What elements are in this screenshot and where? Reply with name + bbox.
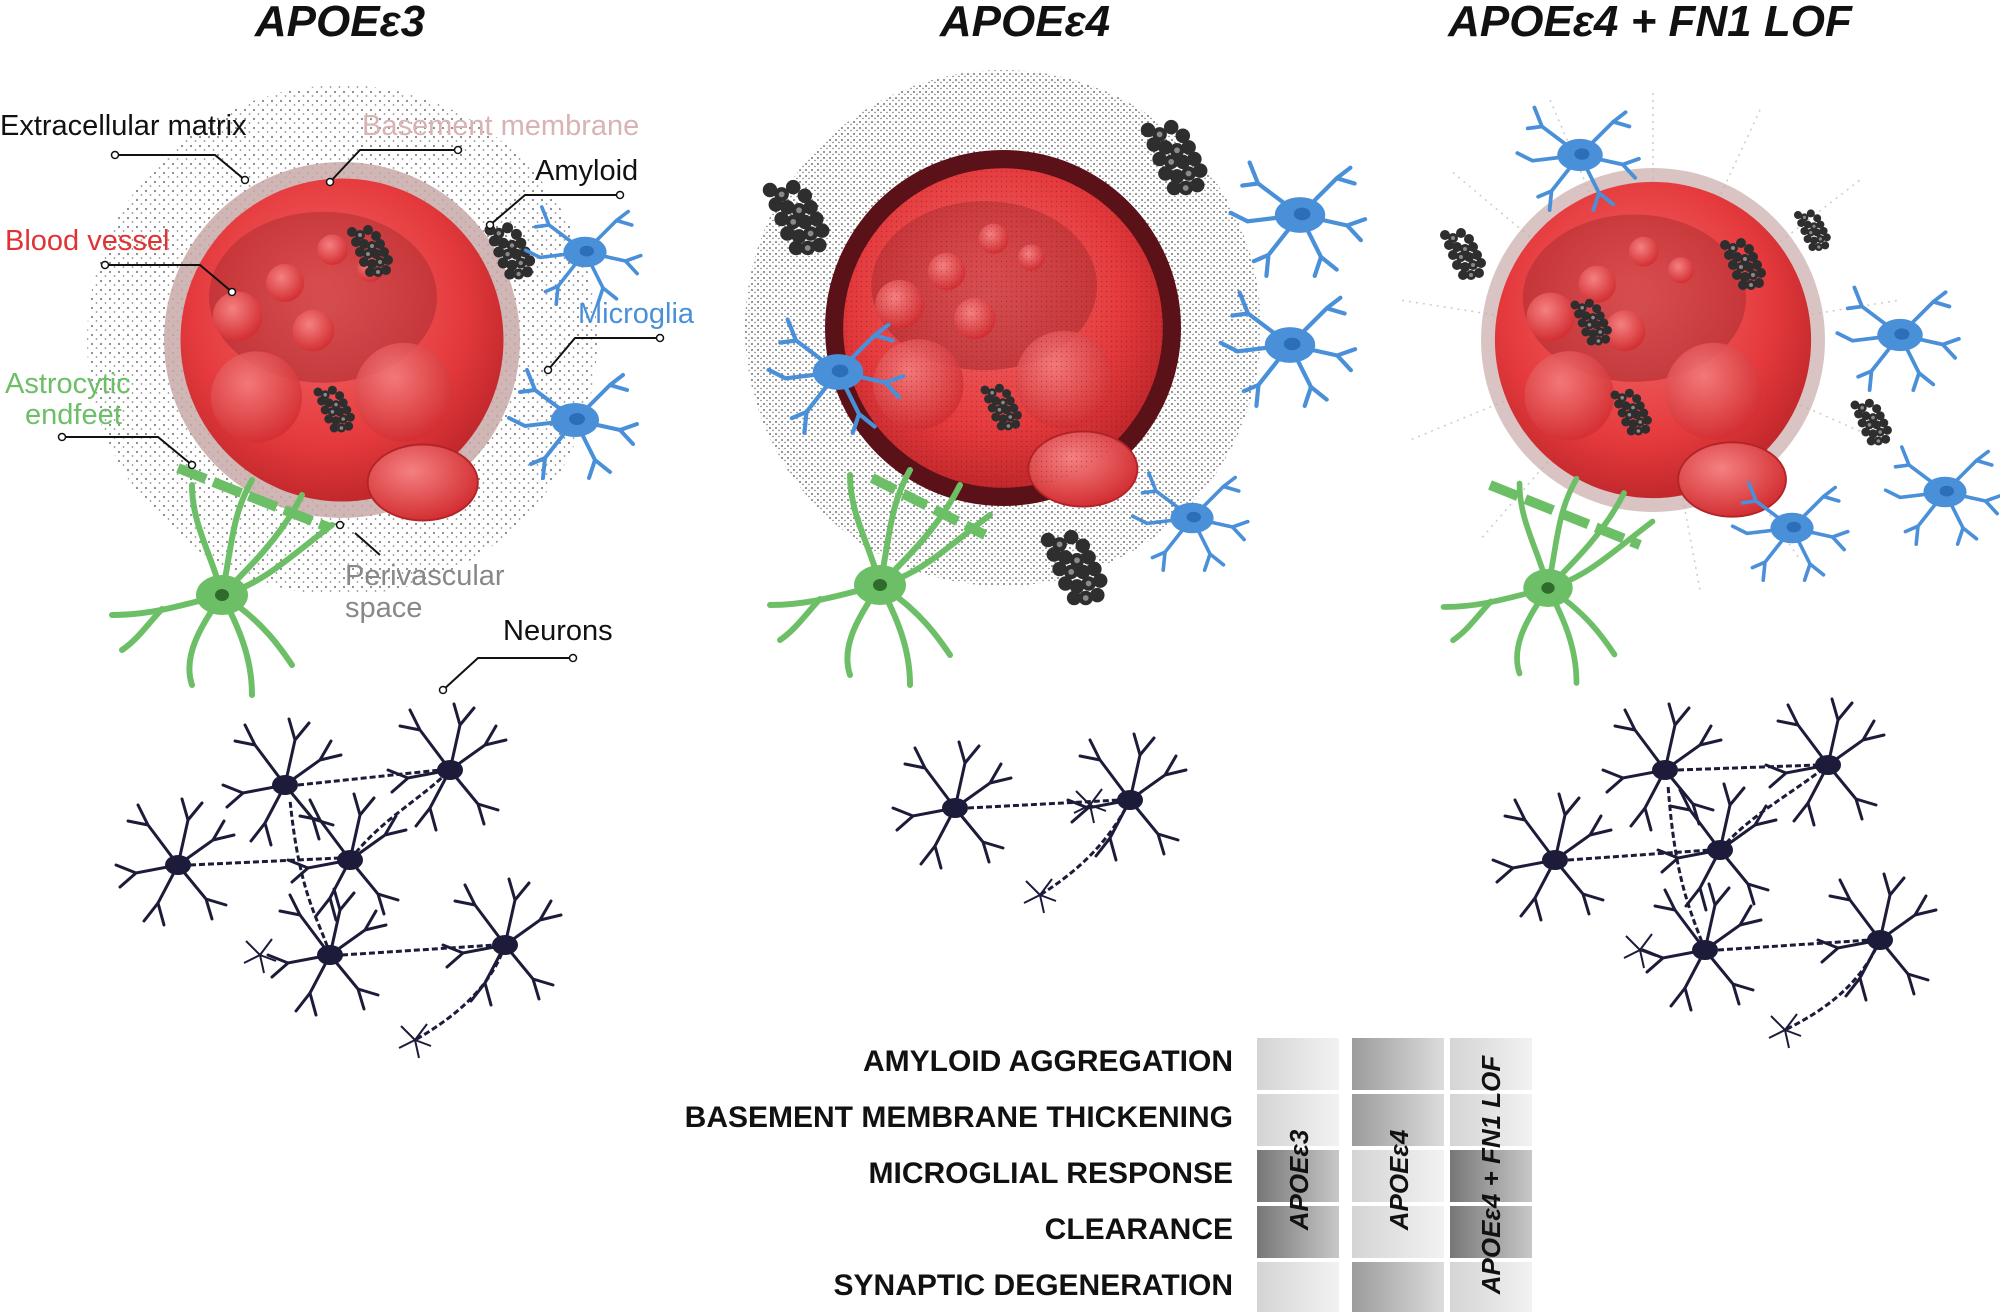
panel-title-apoe4: APOEε4 <box>939 0 1110 46</box>
svg-text:Blood vessel: Blood vessel <box>5 225 169 257</box>
table-cell <box>1257 1150 1339 1202</box>
dendrite-cluster <box>1768 1013 1802 1049</box>
table-cell <box>1352 1094 1444 1146</box>
label-extracellular-matrix: Extracellular matrix <box>0 110 250 185</box>
svg-text:Perivascular: Perivascular <box>345 560 505 592</box>
neuron-cell <box>1066 732 1188 862</box>
neuron-cell <box>1816 872 1938 1002</box>
microglia-cell <box>1883 445 2000 547</box>
svg-text:Basement membrane: Basement membrane <box>362 110 639 142</box>
dendrite-cluster <box>1623 933 1657 969</box>
column-apoe4-fn1-lof: APOEε4 + FN1 LOF <box>1450 1038 1532 1312</box>
neuron-cell <box>891 740 1013 870</box>
astrocytic-endfeet <box>869 473 988 540</box>
neurons-network <box>1491 697 1938 1049</box>
table-cell <box>1257 1094 1339 1146</box>
panel-apoe3: Extracellular matrix Basement membrane A… <box>0 85 695 1059</box>
panel-apoe4 <box>745 70 1365 914</box>
table-cell <box>1257 1038 1339 1090</box>
table-cell <box>1257 1206 1339 1258</box>
svg-text:Astrocytic: Astrocytic <box>5 368 131 400</box>
row-label-synaptic-degeneration: SYNAPTIC DEGENERATION <box>834 1269 1233 1302</box>
amyloid-aggregate <box>1794 209 1831 251</box>
amyloid-aggregate <box>1440 228 1486 280</box>
astrocytic-endfeet <box>1488 480 1642 550</box>
table-cell <box>1450 1262 1532 1312</box>
neuron-cell <box>1491 792 1613 922</box>
table-cell <box>1450 1206 1532 1258</box>
dendrite-cluster <box>1023 878 1057 914</box>
panel-title-apoe4-fn1-lof: APOEε4 + FN1 LOF <box>1447 0 1853 46</box>
column-apoe4: APOEε4 <box>1352 1038 1444 1312</box>
label-microglia: Microglia <box>543 298 695 375</box>
svg-text:Neurons: Neurons <box>503 615 613 647</box>
column-header-apoe3: APOEε3 <box>1284 1129 1314 1231</box>
column-header-apoe4-fn1-lof: APOEε4 + FN1 LOF <box>1476 1055 1506 1296</box>
table-cell <box>1352 1206 1444 1258</box>
svg-text:endfeet: endfeet <box>25 399 122 431</box>
svg-text:space: space <box>345 592 422 624</box>
table-cell <box>1450 1038 1532 1090</box>
svg-text:Microglia: Microglia <box>578 298 695 330</box>
neuron-cell <box>266 887 388 1017</box>
astrocytic-endfeet <box>176 463 332 533</box>
label-perivascular-space: Perivascular space <box>335 520 505 624</box>
table-cell <box>1450 1094 1532 1146</box>
neuron-cell <box>114 797 236 927</box>
neuron-cell <box>1641 882 1763 1012</box>
table-cell <box>1352 1150 1444 1202</box>
label-blood-vessel: Blood vessel <box>5 225 237 297</box>
neuron-cell <box>386 702 508 832</box>
row-label-basement-membrane-thickening: BASEMENT MEMBRANE THICKENING <box>685 1101 1233 1134</box>
panel-apoe4-fn1-lof <box>1399 90 2000 1049</box>
label-basement-membrane: Basement membrane <box>325 110 639 187</box>
column-apoe3: APOEε3 <box>1257 1038 1339 1312</box>
label-astrocytic-endfeet: Astrocytic endfeet <box>5 368 197 470</box>
row-label-microglial-response: MICROGLIAL RESPONSE <box>869 1157 1233 1190</box>
dendrite-cluster <box>398 1023 432 1059</box>
neuron-cell <box>1656 782 1778 912</box>
svg-text:Amyloid: Amyloid <box>535 155 638 187</box>
table-cell <box>1352 1262 1444 1312</box>
neuron-cell <box>441 877 563 1007</box>
panel-title-apoe3: APOEε3 <box>254 0 425 46</box>
amyloid-aggregate <box>1850 398 1892 446</box>
table-cell <box>1257 1262 1339 1312</box>
summary-table: AMYLOID AGGREGATION BASEMENT MEMBRANE TH… <box>685 1038 1532 1312</box>
column-header-apoe4: APOEε4 <box>1384 1129 1414 1231</box>
neurons-network <box>114 702 563 1059</box>
microglia-cell <box>1835 285 1961 393</box>
row-label-amyloid-aggregation: AMYLOID AGGREGATION <box>863 1045 1233 1078</box>
label-neurons: Neurons <box>438 615 613 695</box>
neuron-cell <box>1764 697 1886 827</box>
neuron-cell <box>1601 702 1723 832</box>
label-amyloid: Amyloid <box>485 155 638 230</box>
table-cell <box>1352 1038 1444 1090</box>
neurons-network <box>891 732 1188 914</box>
row-label-clearance: CLEARANCE <box>1045 1213 1233 1246</box>
table-cell <box>1450 1150 1532 1202</box>
row-labels: AMYLOID AGGREGATION BASEMENT MEMBRANE TH… <box>685 1045 1233 1302</box>
svg-text:Extracellular matrix: Extracellular matrix <box>0 110 247 142</box>
